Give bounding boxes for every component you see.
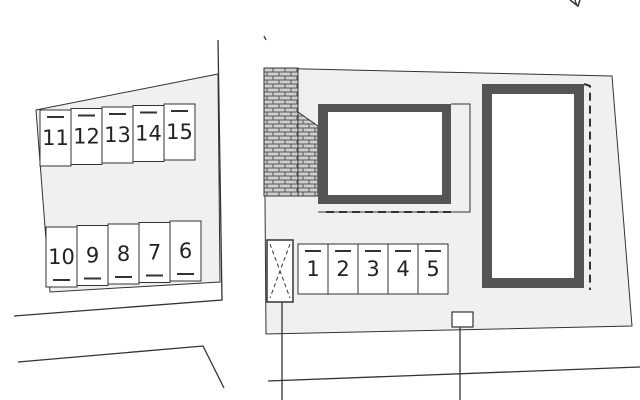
parking-space: 4	[387, 243, 419, 295]
parking-space: 11	[39, 109, 72, 167]
parking-bumper	[146, 274, 163, 277]
brick-area	[263, 67, 299, 197]
parking-bumper	[47, 116, 64, 118]
parking-bumper	[140, 111, 157, 114]
parking-space-number: 2	[336, 257, 349, 281]
north-arrow-icon	[569, 0, 581, 8]
parking-space: 13	[101, 106, 134, 164]
parking-bumper	[305, 250, 321, 252]
parking-space-number: 1	[306, 257, 319, 281]
parking-space: 9	[76, 225, 109, 286]
parking-bumper	[335, 250, 351, 252]
parking-space: 15	[163, 103, 196, 161]
parking-space-number: 5	[426, 257, 439, 281]
utility-box	[451, 311, 474, 400]
building-2	[482, 83, 591, 290]
parking-space: 6	[169, 220, 202, 282]
parking-space-number: 11	[42, 126, 69, 150]
bike-shelter	[266, 239, 294, 400]
parking-space: 7	[138, 222, 171, 283]
parking-space: 3	[357, 243, 389, 295]
parking-space-number: 8	[117, 242, 130, 266]
parking-bumper	[78, 114, 95, 117]
parking-bumper	[84, 277, 101, 280]
parking-space-number: 3	[366, 257, 379, 281]
road-lines	[13, 0, 640, 389]
parking-space-number: 14	[135, 122, 162, 146]
parking-space: 8	[107, 223, 140, 285]
parking-space-number: 6	[179, 239, 192, 263]
parking-space-number: 12	[73, 125, 100, 149]
parking-bumper	[177, 273, 194, 275]
parking-bumper	[425, 250, 441, 252]
parking-bumper	[365, 250, 381, 252]
parking-space: 2	[327, 243, 359, 295]
building-1	[318, 103, 471, 213]
parking-space: 5	[417, 243, 449, 295]
parking-space: 10	[45, 226, 78, 288]
parking-bumper	[395, 250, 411, 252]
parking-space: 1	[297, 243, 329, 295]
parking-bumper	[171, 110, 188, 112]
parking-bumper	[53, 279, 70, 281]
parking-space: 12	[70, 108, 103, 165]
brick-steps	[297, 111, 319, 197]
parking-space-number: 15	[166, 120, 193, 144]
parking-bumper	[115, 276, 132, 278]
parking-space-number: 7	[148, 241, 161, 265]
parking-bumper	[109, 113, 126, 115]
parking-space-number: 9	[86, 244, 99, 268]
parking-space-number: 13	[104, 123, 131, 147]
parking-space-number: 10	[48, 245, 75, 269]
parking-space-number: 4	[396, 257, 409, 281]
parking-space: 14	[132, 105, 165, 162]
